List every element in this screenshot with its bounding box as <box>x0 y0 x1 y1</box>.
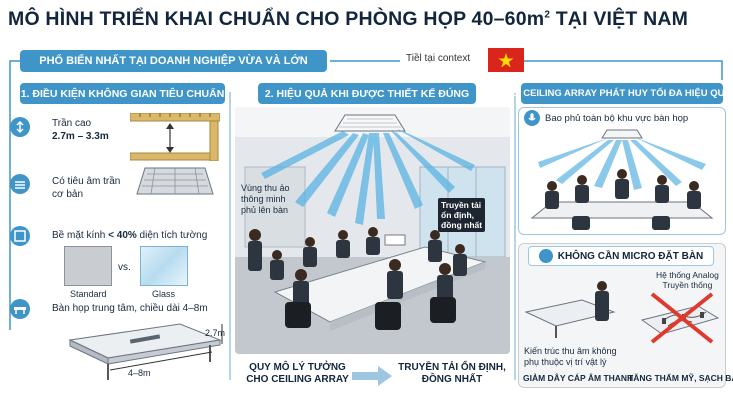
glass-label: Glass <box>152 289 176 299</box>
acoustic-panel-illustration <box>136 167 214 195</box>
right-arrow-icon <box>352 366 392 386</box>
dimension-height-label: 2.7m <box>205 328 226 338</box>
microphone-icon <box>524 110 540 126</box>
coverage-label: Bao phủ toàn bộ khu vực bàn họp <box>545 113 689 124</box>
table-label: Bàn họp trung tâm, chiều dài 4–8m <box>52 303 208 314</box>
section2-header: 2. HIỆU QUẢ KHI ĐƯỢC THIẾT KẾ ĐÚNG <box>258 83 476 104</box>
ceiling-value: 2.7m – 3.3m <box>52 131 109 142</box>
vietnam-flag-icon <box>488 48 524 72</box>
page-title: MÔ HÌNH TRIỂN KHAI CHUẨN CHO PHÒNG HỌP 4… <box>8 8 689 30</box>
stable-transmission-caption: TRUYỀN TẢI ỔN ĐỊNH,ĐỒNG NHẤT <box>398 362 506 385</box>
no-mic-illustration <box>524 281 720 344</box>
standard-wall-swatch <box>64 246 112 286</box>
coverage-illustration <box>530 129 714 230</box>
section3-header: 3. CEILING ARRAY PHÁT HUY TỐI ĐA HIỆU QU… <box>513 83 731 104</box>
dimension-length-label: 4–8m <box>128 368 151 378</box>
context-label: Tiềl tại context <box>406 53 471 64</box>
vs-label: vs. <box>118 262 131 273</box>
glass-coverage-label: Bề mặt kính < 40% diện tích tường <box>52 230 208 241</box>
glass-wall-swatch <box>140 246 188 286</box>
section1-header: 1. ĐIỀU KIỆN KHÔNG GIAN TIÊU CHUẨN <box>20 83 225 104</box>
table-icon <box>10 299 30 319</box>
aesthetic-label: TĂNG THẨM MỸ, SẠCH BÀN <box>628 373 733 383</box>
ceiling-ruler-illustration <box>130 113 220 161</box>
acoustic-icon <box>10 174 30 194</box>
acoustic-label-2: cơ bản <box>52 189 84 200</box>
standard-label: Standard <box>70 289 107 299</box>
no-mic-pill: KHÔNG CẦN MICRO ĐẶT BÀN <box>528 246 714 266</box>
acoustic-label-1: Có tiêu âm trần <box>52 176 121 187</box>
meeting-room-scene <box>235 107 510 354</box>
cable-reduction-label: GIẢM DÂY CÁP ÂM THANH <box>523 373 634 383</box>
no-mic-icon <box>538 249 553 263</box>
table-illustration <box>68 323 223 380</box>
glass-icon <box>10 226 30 246</box>
ceiling-height-icon <box>10 117 30 137</box>
ceiling-label: Trần cao <box>52 118 92 129</box>
top-pill: PHỔ BIẾN NHẤT TẠI DOANH NGHIỆP VỪA VÀ LỚ… <box>20 50 327 72</box>
